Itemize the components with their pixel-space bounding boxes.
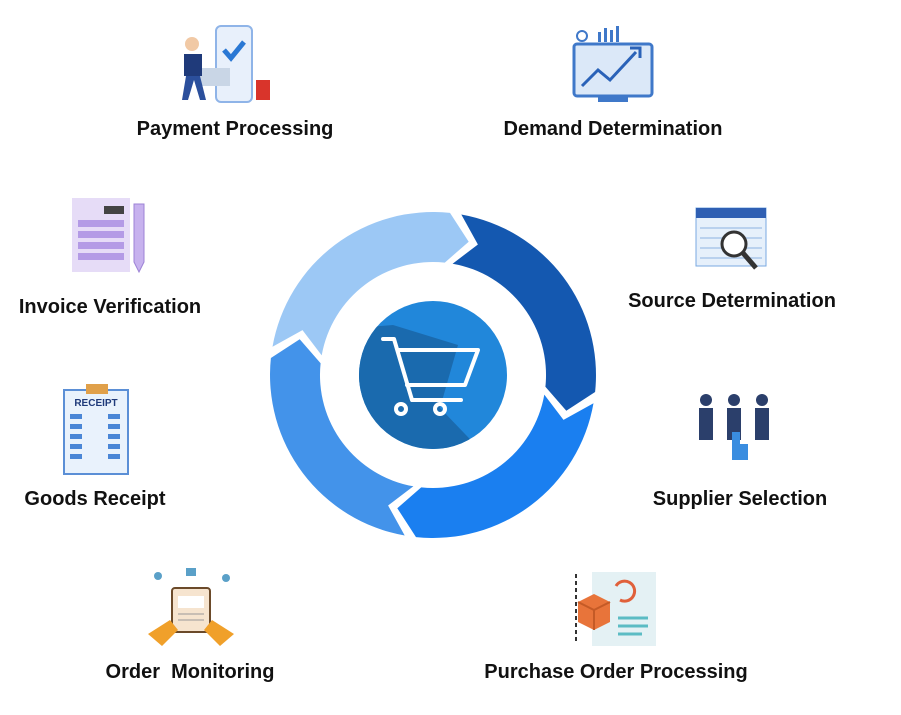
tablet-monitoring-icon: [148, 568, 234, 646]
order-box-document-icon: [575, 572, 656, 646]
svg-text:RECEIPT: RECEIPT: [74, 398, 117, 409]
invoice-pen-icon: [72, 198, 145, 274]
shopping-cart-icon: [381, 337, 480, 416]
step-label-supplier-selection: Supplier Selection: [652, 488, 828, 510]
step-label-order-monitoring: Order Monitoring: [105, 661, 275, 683]
ring-segment-bottom-left: [270, 339, 414, 536]
receipt-icon: RECEIPT: [63, 384, 129, 475]
search-browser-icon: [695, 207, 767, 270]
mobile-payment-icon: [182, 25, 270, 103]
ring-segment-bottom-right: [397, 394, 594, 538]
chart-monitor-icon: [572, 26, 654, 102]
step-label-goods-receipt: Goods Receipt: [24, 488, 166, 510]
people-select-icon: [699, 394, 769, 460]
step-label-source-determination: Source Determination: [628, 290, 836, 312]
step-label-invoice-verification: Invoice Verification: [18, 296, 202, 318]
ring-segment-top-right: [452, 214, 596, 411]
ring-segment-top-left: [272, 212, 469, 356]
step-label-demand-determination: Demand Determination: [503, 118, 723, 140]
step-label-payment-processing: Payment Processing: [136, 118, 334, 140]
step-label-purchase-order-processing: Purchase Order Processing: [484, 661, 748, 683]
